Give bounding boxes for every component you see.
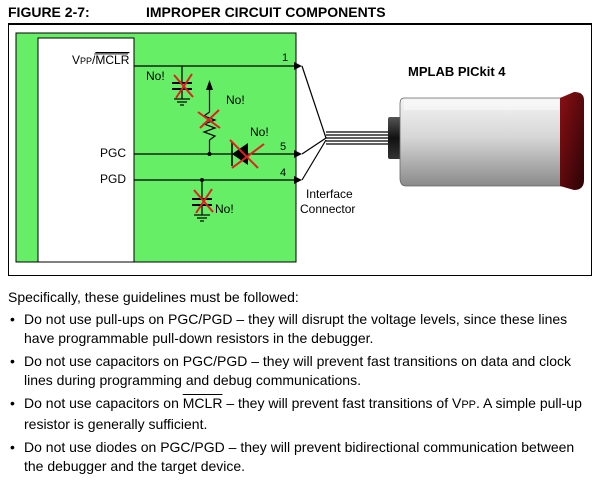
rule-text: Do not use capacitors on PGC/PGD – they … (24, 353, 572, 388)
no-label-vpp-cap: No! (146, 69, 165, 83)
list-item: • Do not use capacitors on MCLR – they wi… (8, 394, 592, 434)
rule-text: Do not use pull-ups on PGC/PGD – they wi… (24, 311, 568, 346)
interface-connector-lines (301, 65, 392, 181)
rule-text-post: . A simple pull-up resistor is generally… (24, 395, 582, 432)
pin4-number: 4 (280, 167, 286, 179)
pin5-number: 5 (280, 141, 286, 153)
figure-title: IMPROPER CIRCUIT COMPONENTS (146, 4, 386, 20)
bullet: • (10, 395, 15, 411)
bullet: • (10, 353, 15, 369)
list-item: •Do not use diodes on PGC/PGD – they wil… (8, 438, 592, 476)
pin1-number: 1 (282, 52, 288, 64)
pgc-label: PGC (100, 146, 126, 160)
vpp-mclr-label: VPP/MCLR (72, 53, 130, 67)
interface-label-line2: Connector (300, 202, 355, 216)
rule-text-mclr: MCLR (182, 395, 223, 411)
pgd-arrow-icon (294, 176, 302, 184)
no-label-diode: No! (250, 125, 269, 139)
figure-number: FIGURE 2-7: (8, 4, 90, 20)
rule-text-pre: Do not use capacitors on (24, 395, 183, 411)
pgd-capacitor-x-icon (193, 188, 214, 214)
pgc-arrow-icon (294, 150, 302, 158)
bullet: • (10, 439, 15, 455)
bullet: • (10, 311, 15, 327)
guidelines-list: • Do not use pull-ups on PGC/PGD – they w… (8, 310, 592, 476)
list-item: • Do not use capacitors on PGC/PGD – they… (8, 352, 592, 390)
no-label-pgd-cap: No! (215, 202, 234, 216)
no-label-pullup: No! (226, 93, 245, 107)
pgd-label: PGD (100, 172, 126, 186)
pullup-x-icon (197, 109, 221, 129)
circuit-diagram: VPP/MCLR PGC PGD 1 5 4 No! No! (15, 32, 584, 263)
target-device (37, 37, 135, 263)
guidelines: Specifically, these guidelines must be f… (8, 288, 592, 480)
interface-label-line1: Interface (306, 187, 353, 201)
diode-x-icon (229, 139, 265, 169)
debugger-name: MPLAB PICkit 4 (408, 64, 506, 79)
rule-text-sub: PP (461, 399, 477, 411)
guidelines-intro: Specifically, these guidelines must be f… (8, 289, 299, 305)
figure-top-rule (8, 23, 592, 25)
list-item: • Do not use pull-ups on PGC/PGD – they w… (8, 310, 592, 348)
vpp-capacitor-x-icon (173, 73, 194, 99)
pickit4-debugger-icon (388, 92, 584, 190)
rule-text-mid: – they will prevent fast transitions of … (222, 395, 462, 411)
vpp-arrow-icon (294, 62, 302, 70)
figure-frame (8, 25, 592, 276)
